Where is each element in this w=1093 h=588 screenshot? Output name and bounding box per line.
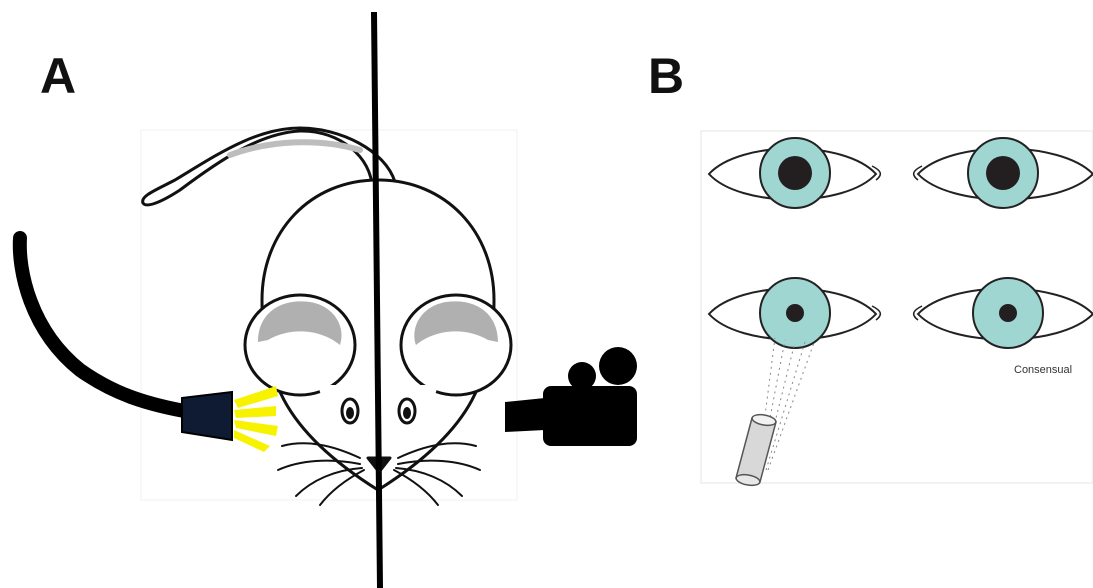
- panel-a: A: [20, 12, 637, 588]
- consensual-label: Consensual: [1014, 364, 1072, 376]
- mouse-right-ear: [401, 295, 511, 395]
- light-nozzle: [182, 392, 232, 440]
- mouse-left-ear: [245, 295, 355, 395]
- panel-a-letter: A: [40, 48, 76, 104]
- video-camera-icon: [505, 347, 637, 446]
- panel-b: B: [648, 48, 1093, 487]
- panel-b-letter: B: [648, 48, 684, 104]
- midline-divider: [374, 12, 380, 588]
